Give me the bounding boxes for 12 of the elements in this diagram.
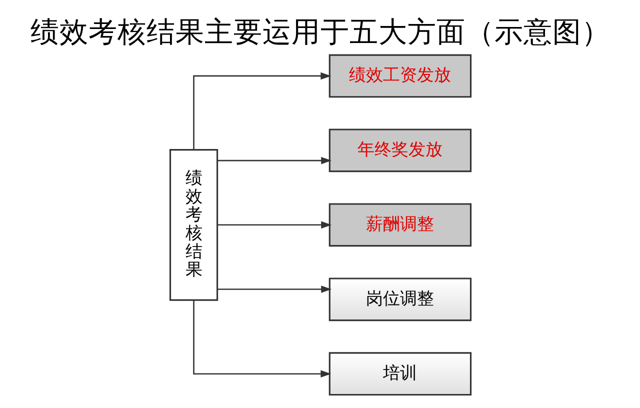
node-box: 绩效工资发放 [328,54,472,98]
arrow [216,221,332,229]
arrow [192,300,331,378]
arrow [216,286,332,293]
diagram-title: 绩效考核结果主要运用于五大方面（示意图） [30,14,610,48]
node-box: 绩效考核结果 [168,149,218,301]
node-box: 岗位调整 [328,278,472,322]
arrow [192,72,331,150]
node-box: 薪酬调整 [328,203,472,247]
node-box: 年终奖发放 [328,128,472,172]
arrow [216,156,332,164]
node-box: 培训 [328,352,472,396]
